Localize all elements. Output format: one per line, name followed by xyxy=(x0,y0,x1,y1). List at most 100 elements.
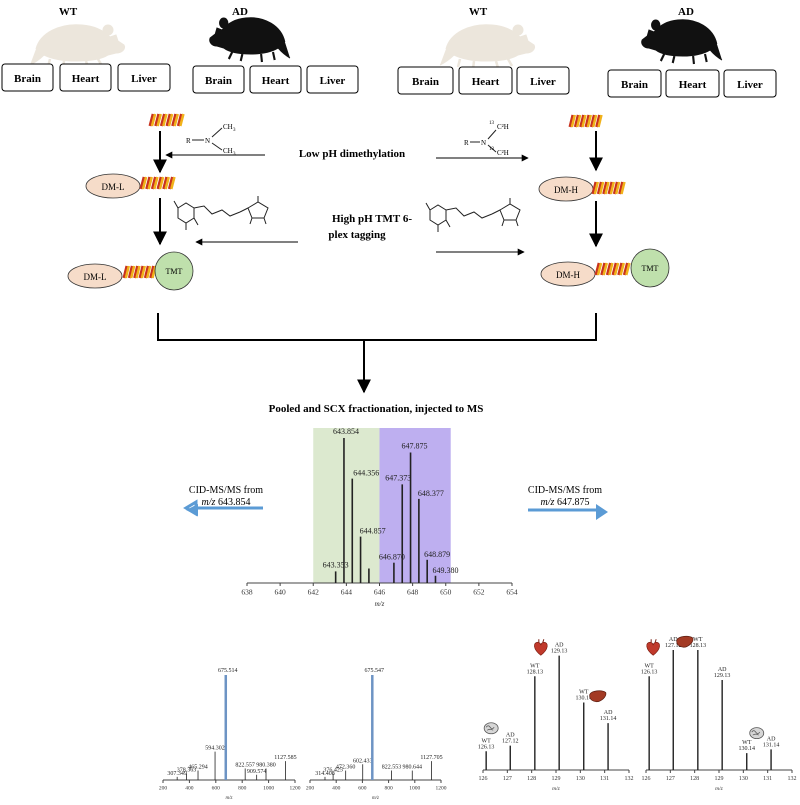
helix-segment xyxy=(611,262,618,276)
x-tick-label: 130 xyxy=(576,776,585,782)
peptide-helix-right xyxy=(591,181,626,195)
group-label-wt-right: WT xyxy=(469,6,488,18)
cid-right-mz: m/z 647.875 xyxy=(541,497,590,508)
peak-label: 822.553 xyxy=(382,765,402,771)
dm-h-label: DM-H xyxy=(554,185,578,195)
helix-segment xyxy=(619,262,625,276)
helix-segment xyxy=(129,265,136,279)
x-axis-label: m/z xyxy=(375,600,385,608)
peak-label: 648.879 xyxy=(424,550,450,559)
helix-segment xyxy=(608,262,614,276)
highlight-band xyxy=(313,428,380,583)
peak-label: 376.425 xyxy=(323,768,343,774)
helix-segment xyxy=(617,262,624,276)
peak-label: 314.408 xyxy=(315,771,335,777)
helix-segment xyxy=(167,113,174,127)
peak-label: 128.13 xyxy=(527,669,544,675)
helix-segment xyxy=(605,262,612,276)
peak-group-label: WT xyxy=(644,663,654,669)
helix-segment xyxy=(162,113,168,127)
peak-group-label: AD xyxy=(718,667,727,673)
dm-l-tag xyxy=(67,263,123,289)
tissue-label-liver: Liver xyxy=(737,79,763,91)
tissue-label-brain: Brain xyxy=(621,79,648,91)
peak-group-label: WT xyxy=(742,740,752,746)
sample-group-left: WT AD Brain Heart Liver Brain Heart Live… xyxy=(1,6,359,94)
tissue-label-liver: Liver xyxy=(131,73,157,85)
helix-segment xyxy=(138,265,145,279)
tissue-box-brain xyxy=(397,66,454,95)
tmt-label: TMT xyxy=(642,264,659,273)
x-tick-label: 127 xyxy=(503,776,512,782)
x-tick-label: 200 xyxy=(306,786,315,792)
peptide-helix-left xyxy=(148,113,185,127)
x-tick-label: 644 xyxy=(341,588,353,597)
cid-right-text: CID-MS/MS from xyxy=(528,485,602,496)
helix-segment xyxy=(584,114,591,128)
helix-segment xyxy=(147,176,153,190)
tissue-box-liver xyxy=(723,69,777,98)
helix-segment xyxy=(604,181,610,195)
peak-group-label: AD xyxy=(506,733,515,739)
x-tick-label: 1000 xyxy=(409,786,420,792)
helix-segment xyxy=(596,181,603,195)
peak-label: 647.373 xyxy=(385,473,411,482)
tissue-box-heart xyxy=(249,65,302,94)
group-label-ad-left: AD xyxy=(232,6,248,18)
x-tick-label: 648 xyxy=(407,588,419,597)
peak-label: 378.363 xyxy=(177,768,197,774)
helix-segment xyxy=(595,114,602,128)
x-tick-label: 800 xyxy=(238,786,247,792)
x-tick-label: 642 xyxy=(308,588,320,597)
tissue-label-brain: Brain xyxy=(205,75,232,87)
tissue-box-heart xyxy=(59,63,112,92)
peak-label: 129.13 xyxy=(551,649,568,655)
peak-label: 594.302 xyxy=(205,746,225,752)
peak-label: 643.854 xyxy=(333,427,359,436)
peak-label: 127.12 xyxy=(502,739,519,745)
helix-segment xyxy=(579,114,586,128)
helix-segment xyxy=(614,181,621,195)
helix-segment xyxy=(167,176,174,190)
group-label-wt-left: WT xyxy=(59,6,78,18)
peak-group-label: WT xyxy=(579,690,589,696)
helix-segment xyxy=(143,265,150,279)
peak-label: 647.875 xyxy=(402,442,428,451)
helix-segment xyxy=(602,262,608,276)
helix-segment xyxy=(609,181,616,195)
x-tick-label: 132 xyxy=(625,776,634,782)
liver-icon xyxy=(589,690,607,703)
svg-text:13: 13 xyxy=(489,121,495,126)
x-axis-label: m/z xyxy=(715,786,724,792)
helix-segment xyxy=(598,181,605,195)
helix-segment xyxy=(591,181,598,195)
helix-segment xyxy=(597,114,603,128)
peak-group-label: AD xyxy=(767,736,776,742)
helix-segment xyxy=(127,265,134,279)
x-tick-label: 1000 xyxy=(263,786,274,792)
peptide-helix-left xyxy=(139,176,176,190)
helix-segment xyxy=(589,114,596,128)
cid-left-mz: m/z 643.854 xyxy=(202,497,251,508)
svg-text:N: N xyxy=(205,137,210,145)
helix-segment xyxy=(573,114,580,128)
helix-segment xyxy=(159,113,166,127)
helix-segment xyxy=(622,262,629,276)
x-tick-label: 129 xyxy=(715,776,724,782)
svg-text:3: 3 xyxy=(233,128,236,133)
x-tick-label: 1200 xyxy=(290,786,301,792)
x-axis-label: m/z xyxy=(552,786,561,792)
helix-segment xyxy=(148,113,155,127)
peak-label: 126.13 xyxy=(641,669,658,675)
svg-text:N: N xyxy=(481,139,486,147)
x-tick-label: 126 xyxy=(642,776,651,782)
peak-label: 472.360 xyxy=(336,765,356,771)
helix-segment xyxy=(173,113,179,127)
peak-label: 130.14 xyxy=(575,696,592,702)
peak-label: 131.14 xyxy=(600,716,617,722)
helix-segment xyxy=(176,113,183,127)
peak-label: 644.857 xyxy=(360,527,386,536)
peak-group-label: WT xyxy=(693,637,703,643)
